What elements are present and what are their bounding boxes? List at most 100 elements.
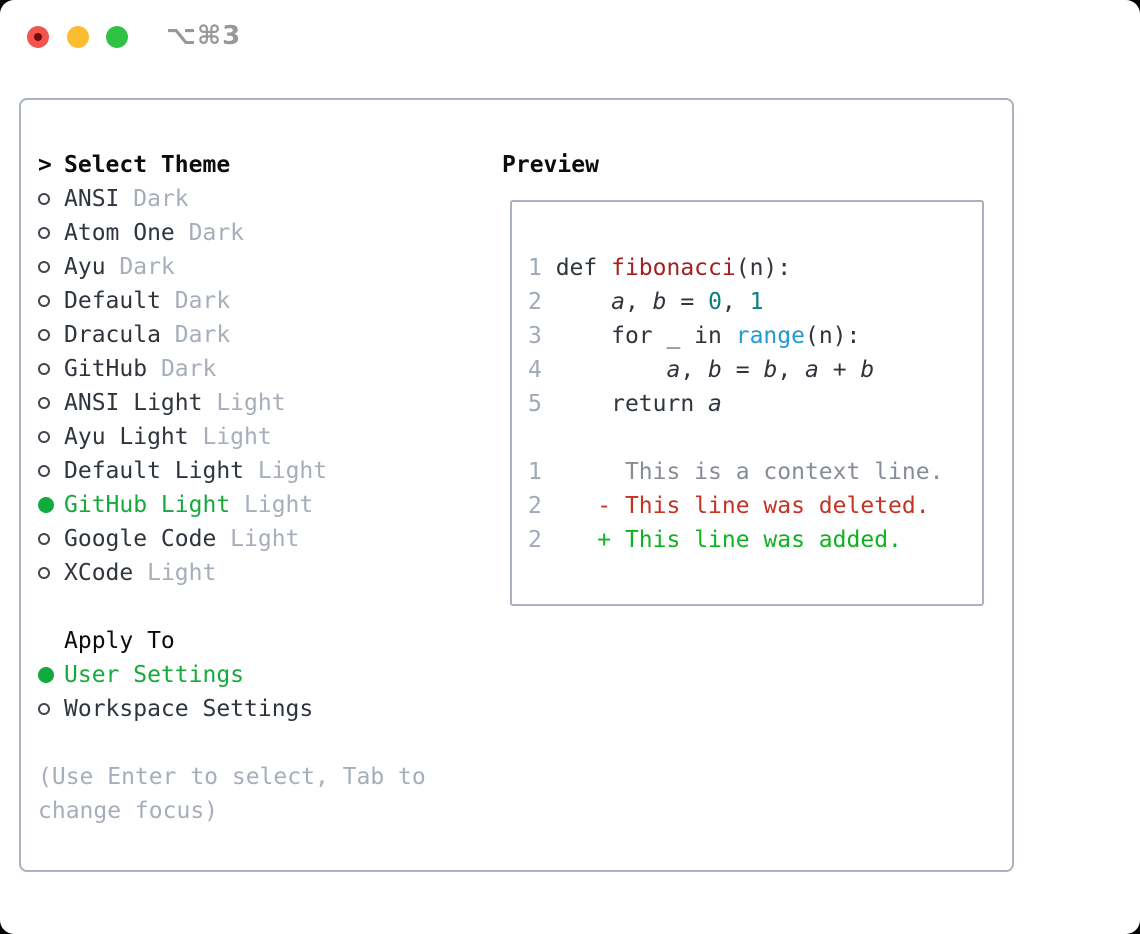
code-token-call: range [735, 323, 805, 349]
apply-option-workspace-settings[interactable]: Workspace Settings [38, 692, 426, 726]
code-token-d [556, 289, 611, 315]
radio-icon [38, 227, 64, 239]
line-number: 2 [528, 527, 556, 553]
code-line: 1 This is a context line. [528, 455, 982, 489]
code-token-d: , [680, 357, 709, 383]
code-token-d: def [555, 255, 612, 281]
prompt-icon: > [38, 152, 52, 178]
theme-option-ayu[interactable]: Ayu Dark [38, 250, 426, 284]
apply-option-label: Workspace Settings [64, 696, 314, 722]
code-token-d: for _ in [555, 323, 736, 349]
code-token-d [556, 493, 598, 519]
theme-name: Google Code [64, 526, 231, 552]
theme-variant-tag: Dark [174, 288, 231, 314]
radio-icon [38, 431, 64, 443]
radio-selected-icon [38, 667, 64, 683]
code-token-d: + [818, 357, 861, 383]
select-theme-title: Select Theme [64, 152, 231, 178]
code-token-var: b [763, 357, 778, 383]
theme-option-ansi[interactable]: ANSI Dark [38, 182, 426, 216]
line-number: 1 [528, 459, 556, 485]
line-number: 3 [528, 323, 556, 349]
code-token-d [556, 357, 667, 383]
code-token-var: b [708, 357, 722, 383]
hint-line-2: change focus) [38, 798, 219, 824]
code-token-d: (n): [735, 255, 792, 281]
line-number: 5 [528, 391, 556, 417]
theme-option-google-code[interactable]: Google Code Light [38, 522, 426, 556]
radio-icon [38, 193, 64, 205]
code-token-lit: 1 [749, 289, 764, 315]
theme-option-dracula[interactable]: Dracula Dark [38, 318, 426, 352]
theme-option-default[interactable]: Default Dark [38, 284, 426, 318]
radio-selected-icon [38, 497, 64, 513]
radio-icon [38, 261, 64, 273]
theme-variant-tag: Light [257, 458, 328, 484]
line-number: 1 [528, 255, 556, 281]
theme-option-ayu-light[interactable]: Ayu Light Light [38, 420, 426, 454]
code-token-var: b [652, 289, 667, 315]
code-line [528, 421, 982, 455]
theme-variant-tag: Light [202, 424, 272, 450]
radio-icon [38, 397, 64, 409]
hint-line-1: (Use Enter to select, Tab to [38, 764, 426, 790]
select-theme-header: > Select Theme [38, 148, 426, 182]
apply-option-label: User Settings [64, 662, 245, 688]
theme-option-default-light[interactable]: Default Light Light [38, 454, 426, 488]
theme-variant-tag: Dark [188, 220, 245, 246]
code-token-d [556, 527, 598, 553]
code-line: 2 - This line was deleted. [528, 489, 982, 523]
code-token-d: return [555, 391, 709, 417]
theme-variant-tag: Dark [133, 186, 189, 212]
theme-name: ANSI Light [64, 390, 217, 416]
code-line: 2 + This line was added. [528, 523, 982, 557]
theme-name: ANSI [64, 186, 134, 212]
spacer [38, 590, 426, 624]
radio-icon [38, 295, 64, 307]
radio-icon [38, 567, 64, 579]
code-token-var: a [805, 357, 819, 383]
theme-option-github-light[interactable]: GitHub Light Light [38, 488, 426, 522]
theme-option-atom-one[interactable]: Atom One Dark [38, 216, 426, 250]
radio-icon [38, 533, 64, 545]
radio-icon [38, 363, 64, 375]
theme-option-ansi-light[interactable]: ANSI Light Light [38, 386, 426, 420]
code-token-add: + This line was added. [597, 527, 902, 553]
apply-to-header: Apply To [38, 624, 426, 658]
titlebar: ⌥⌘3 [0, 0, 1140, 76]
apply-to-title: Apply To [64, 628, 175, 654]
code-token-lit: 0 [708, 289, 722, 315]
code-token-var: b [860, 357, 875, 383]
theme-option-github[interactable]: GitHub Dark [38, 352, 426, 386]
close-button[interactable] [27, 26, 49, 48]
theme-name: Ayu Light [64, 424, 203, 450]
minimize-button[interactable] [67, 26, 89, 48]
theme-variant-tag: Dark [174, 322, 231, 348]
code-line: 1 def fibonacci(n): [528, 251, 982, 285]
radio-icon [38, 703, 64, 715]
theme-variant-tag: Light [244, 492, 314, 518]
apply-option-user-settings[interactable]: User Settings [38, 658, 426, 692]
code-line: 5 return a [528, 387, 982, 421]
code-token-d: = [721, 357, 764, 383]
code-line: 4 a, b = b, a + b [528, 353, 982, 387]
theme-name: Ayu [64, 254, 120, 280]
code-line: 2 a, b = 0, 1 [528, 285, 982, 319]
theme-name: GitHub [64, 356, 161, 382]
theme-name: XCode [64, 560, 148, 586]
theme-name: Atom One [64, 220, 189, 246]
code-token-ctx: This is a context line. [555, 459, 944, 485]
theme-option-xcode[interactable]: XCode Light [38, 556, 426, 590]
preview-title: Preview [502, 152, 599, 178]
code-token-fn: fibonacci [611, 255, 736, 281]
code-token-d: (n): [804, 323, 861, 349]
theme-variant-tag: Light [216, 390, 286, 416]
line-number: 2 [528, 493, 556, 519]
zoom-button[interactable] [106, 26, 128, 48]
